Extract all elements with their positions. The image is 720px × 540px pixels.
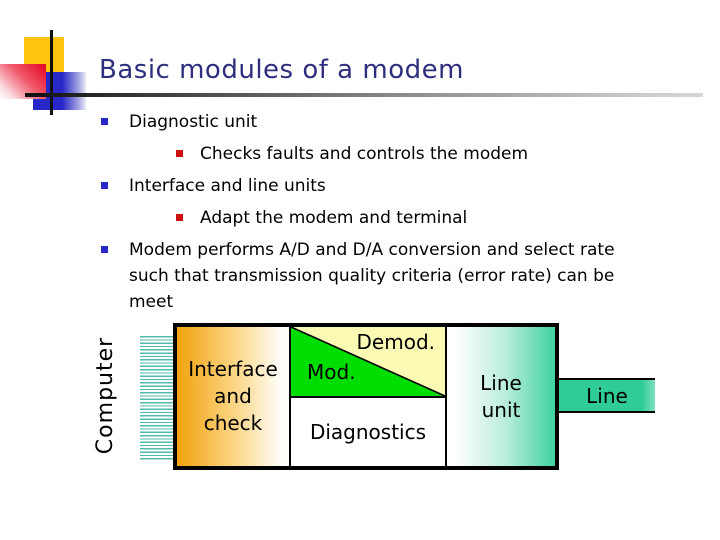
bullet-text: Modem performs A/D and D/A conversion an… [129,237,615,315]
bullet-square-icon [101,246,108,253]
mod-demod-diagnostics-column: Demod. Mod. Diagnostics [291,327,445,466]
bullet-text: Interface and line units [129,176,326,196]
ribbon-cable [140,336,173,460]
bullet-square-icon [101,118,108,125]
mod-demod-box: Demod. Mod. [291,327,445,396]
title-underline-rule [25,93,703,97]
page-title: Basic modules of a modem [99,55,464,85]
diagnostics-label: Diagnostics [309,420,427,444]
computer-label: Computer [93,336,119,454]
line-label: Line [586,383,628,408]
list-item: Checks faults and controls the modem [175,141,710,167]
bullet-text-line: such that transmission quality criteria … [129,266,615,286]
box-divider [445,327,447,466]
bullet-text-line: meet [129,292,174,312]
bullet-text: Checks faults and controls the modem [200,144,529,164]
bullet-list: Diagnostic unit Checks faults and contro… [100,109,710,321]
modem-block-diagram: Interface and check Demod. Mod. Diagnost… [173,323,559,470]
demodulator-label: Demod. [356,330,435,354]
line-unit-label: Line unit [480,370,522,422]
bullet-square-icon [101,182,108,189]
bullet-text-line: Modem performs A/D and D/A conversion an… [129,240,615,260]
interface-and-check-label: Interface and check [188,357,278,435]
diagonal-divider-line [291,327,445,396]
bullet-text: Diagnostic unit [129,112,258,132]
bullet-text: Adapt the modem and terminal [200,208,468,228]
line-box: Line [559,378,655,413]
bullet-square-icon [176,150,183,157]
interface-and-check-box: Interface and check [177,327,289,466]
line-unit-box: Line unit [447,327,555,466]
list-item: Diagnostic unit [100,109,710,135]
logo-crosshair-vertical-line [50,30,53,115]
bullet-square-icon [176,214,183,221]
box-divider [289,327,291,466]
list-item: Modem performs A/D and D/A conversion an… [100,237,710,315]
box-divider [291,396,445,398]
diagnostics-box: Diagnostics [291,398,445,466]
list-item: Adapt the modem and terminal [175,205,710,231]
modulator-label: Mod. [307,360,356,384]
list-item: Interface and line units [100,173,710,199]
